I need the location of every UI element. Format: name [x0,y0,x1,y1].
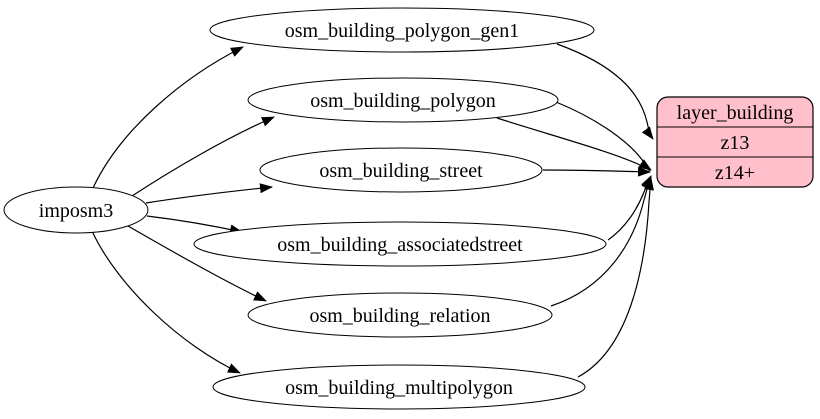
node-osm_building_polygon-label: osm_building_polygon [310,90,496,112]
layer_building-row-z14plus: z14+ [715,162,755,184]
node-osm_building_multipolygon-ellipse [212,364,586,410]
node-osm_building_polygon: osm_building_polygon [247,77,559,123]
node-osm_building_relation: osm_building_relation [247,292,553,338]
node-osm_building_polygon_gen1: osm_building_polygon_gen1 [209,7,595,53]
node-osm_building_associatedstreet-label: osm_building_associatedstreet [277,234,523,256]
node-osm_building_associatedstreet: osm_building_associatedstreet [193,221,607,267]
node-osm_building_polygon-ellipse [247,77,559,123]
edge-osm_building_associatedstreet-to-z14 [607,175,652,241]
node-osm_building_multipolygon: osm_building_multipolygon [212,364,586,410]
edge-imposm3-to-osm_building_multipolygon [91,230,241,374]
node-osm_building_polygon_gen1-label: osm_building_polygon_gen1 [285,20,519,42]
node-imposm3: imposm3 [3,186,149,234]
node-imposm3-ellipse [3,186,149,234]
node-osm_building_multipolygon-label: osm_building_multipolygon [285,377,513,399]
node-osm_building_associatedstreet-ellipse [193,221,607,267]
edge-osm_building_polygon-to-z14 [555,101,652,171]
node-osm_building_street-ellipse [259,147,543,193]
node-osm_building_street-label: osm_building_street [319,160,483,182]
edge-imposm3-to-osm_building_street [145,183,273,204]
node-layer_building-title: layer_building [677,102,794,124]
edge-osm_building_multipolygon-to-z14 [577,177,654,378]
edge-osm_building_polygon_gen1-to-z13 [556,43,654,140]
edge-imposm3-to-osm_building_polygon [131,116,275,197]
node-osm_building_relation-ellipse [247,292,553,338]
node-osm_building_polygon_gen1-ellipse [209,7,595,53]
layer_building-row-z13: z13 [721,132,750,154]
node-layer_building: layer_building z13 z14+ [656,96,814,188]
node-imposm3-label: imposm3 [39,200,113,222]
node-layer_building-box [656,96,814,188]
edge-imposm3-to-osm_building_relation [127,225,267,302]
node-osm_building_relation-label: osm_building_relation [309,305,490,327]
edge-imposm3-to-osm_building_associatedstreet [146,215,243,235]
node-osm_building_street: osm_building_street [259,147,543,193]
edge-osm_building_street-to-z14 [542,166,651,177]
edge-imposm3-to-osm_building_polygon_gen1 [92,46,244,189]
